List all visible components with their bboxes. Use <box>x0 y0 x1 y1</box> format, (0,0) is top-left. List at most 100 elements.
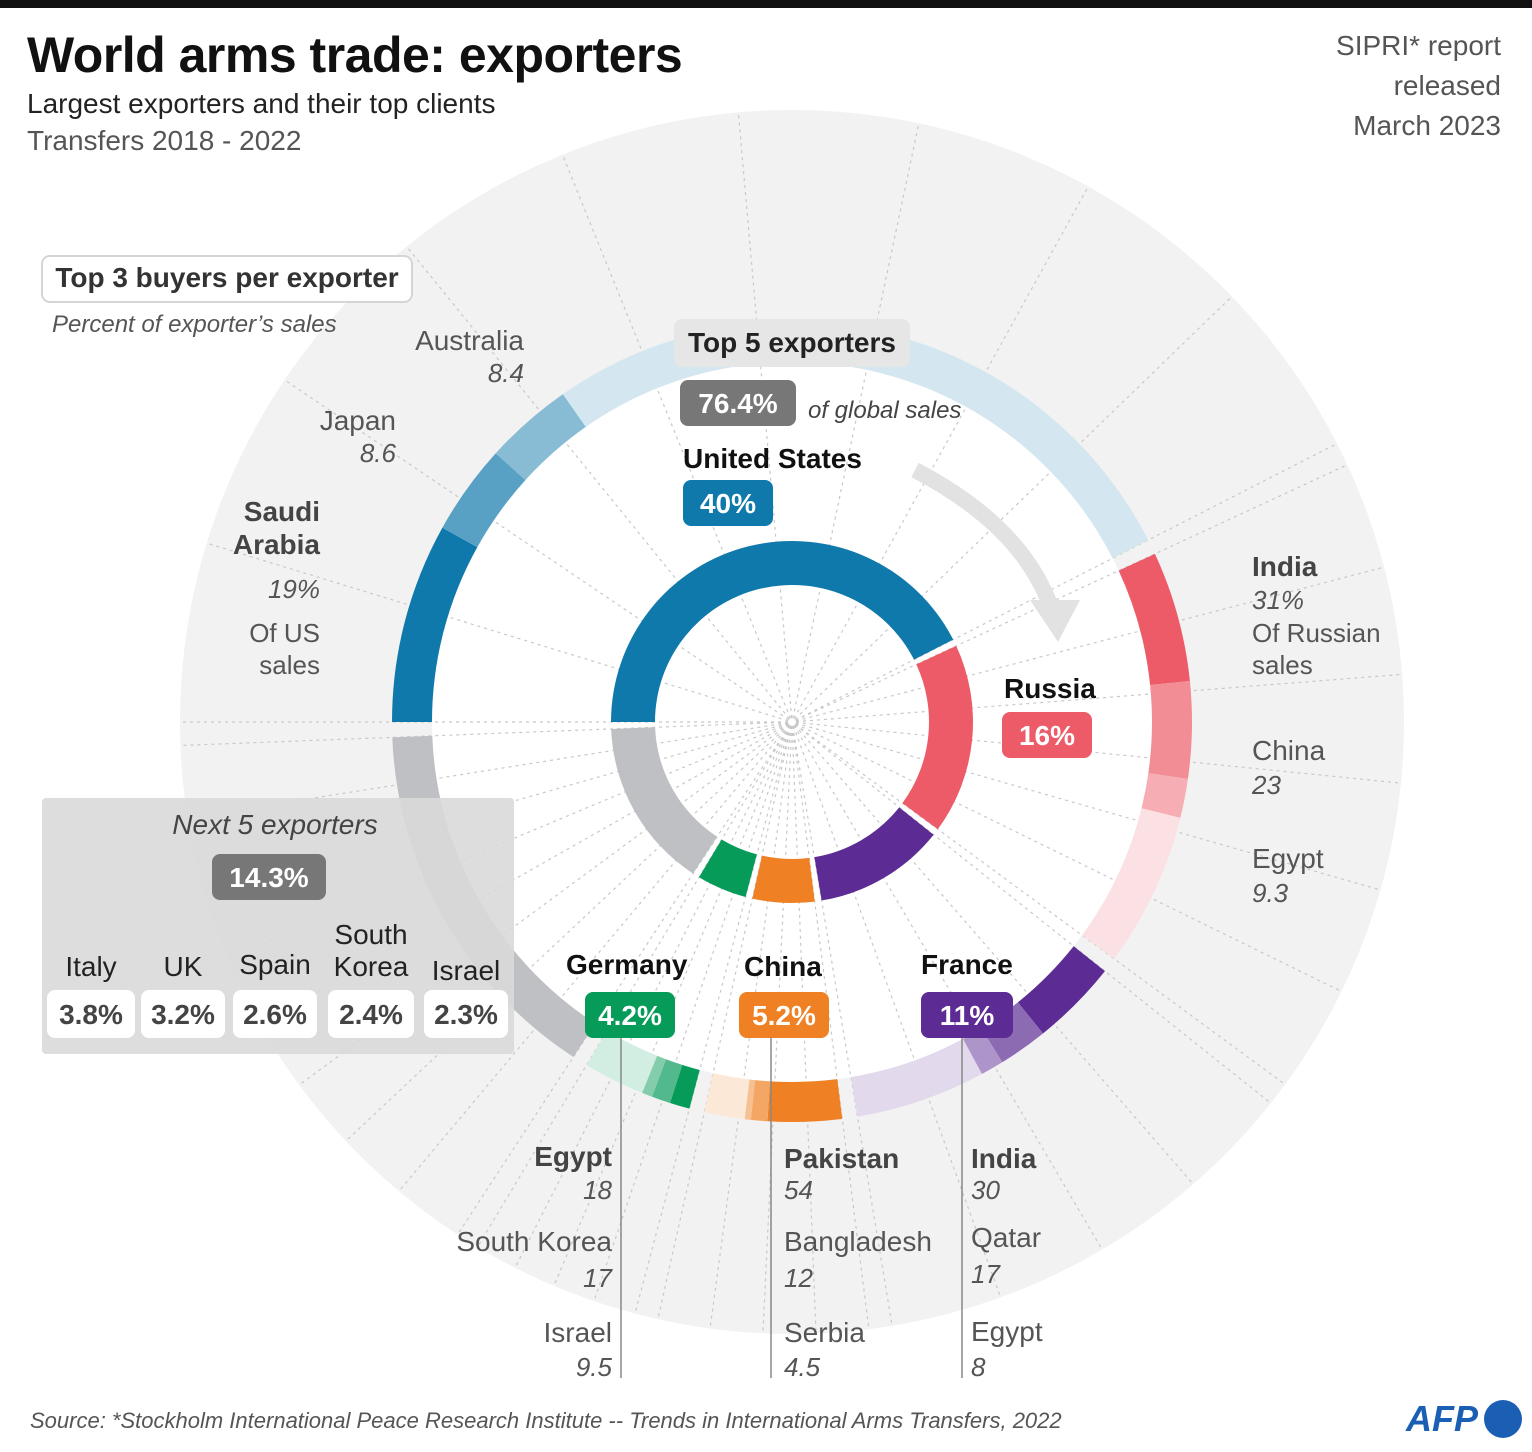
buyer-name: Egypt <box>1252 843 1324 874</box>
buyer-arc <box>744 1079 755 1120</box>
buyer-value: 17 <box>583 1263 613 1293</box>
top5-total-badge <box>680 380 796 426</box>
buyer-value: 19% <box>268 574 320 604</box>
exporter-arc <box>698 839 757 897</box>
buyer-arc <box>962 1028 1003 1075</box>
exporter-share-us-value: 40% <box>700 488 756 519</box>
buyer-value: 54 <box>784 1175 813 1205</box>
exporter-share-russia-value: 16% <box>1019 720 1075 751</box>
buyer-arc <box>1017 946 1105 1034</box>
exporter-share-russia-badge <box>1002 712 1092 758</box>
buyer-value: 4.5 <box>784 1352 821 1382</box>
buyer-value: 17 <box>971 1259 1001 1289</box>
dotted-spoke <box>794 724 1272 1104</box>
buyer-value: 30 <box>971 1175 1000 1205</box>
exporter-label-russia: Russia <box>1004 673 1096 704</box>
next5-name: Israel <box>432 955 500 986</box>
exporter-label-germany: Germany <box>566 949 688 980</box>
buyer-name: India <box>971 1143 1037 1174</box>
buyer-value: 23 <box>1251 770 1281 800</box>
exporter-share-china-badge <box>739 992 829 1038</box>
other-buyers-arc <box>850 1038 982 1117</box>
buyer-note: sales <box>259 650 320 680</box>
top5-heading-box <box>674 319 910 367</box>
buyer-name: Egypt <box>971 1316 1043 1347</box>
buyer-name: Egypt <box>534 1141 612 1172</box>
next5-value: 3.8% <box>59 999 123 1030</box>
next5-name: UK <box>164 951 203 982</box>
exporter-share-china-value: 5.2% <box>752 1000 816 1031</box>
top5-total-value: 76.4% <box>698 388 777 419</box>
buyer-note: Of Russian <box>1252 618 1381 648</box>
other-buyers-arc <box>704 1073 750 1120</box>
buyers-heading-box <box>41 255 413 303</box>
dotted-spoke <box>795 443 1338 721</box>
dotted-spoke <box>561 154 792 719</box>
dotted-spoke <box>794 296 1233 720</box>
next5-value: 2.4% <box>339 999 403 1030</box>
next5-total-badge <box>212 854 326 900</box>
dotted-spoke <box>792 725 1002 1298</box>
report-line: released <box>1393 70 1501 101</box>
buyer-note: Of US <box>249 618 320 648</box>
dotted-spoke <box>792 725 893 1326</box>
top-rule <box>0 0 1532 8</box>
buyer-arc <box>1118 553 1190 686</box>
dotted-spoke <box>634 725 792 1314</box>
report-line: SIPRI* report <box>1336 30 1501 61</box>
buyer-arc <box>652 1059 683 1103</box>
buyer-name: Japan <box>320 405 396 436</box>
dotted-spoke <box>795 723 1342 993</box>
next5-badge <box>328 990 414 1038</box>
dotted-spoke <box>795 673 1403 723</box>
exporter-label-china: China <box>744 951 822 982</box>
rotation-arrow <box>911 462 1063 623</box>
buyer-arc <box>642 1055 667 1097</box>
buyer-name: Serbia <box>784 1317 865 1348</box>
buyer-arc <box>1141 773 1188 818</box>
dotted-spoke <box>795 464 1348 721</box>
dotted-spoke <box>791 725 870 1330</box>
dotted-spoke <box>795 566 1385 722</box>
buyer-name: Bangladesh <box>784 1226 932 1257</box>
exporter-share-france-value: 11% <box>940 1000 995 1031</box>
buyer-name: China <box>1252 735 1326 766</box>
dotted-spoke <box>792 123 920 719</box>
dotted-spoke <box>593 725 792 1302</box>
buyer-value: 9.5 <box>576 1352 613 1382</box>
buyer-arc <box>750 1080 770 1122</box>
buyer-name: Saudi <box>244 496 320 527</box>
exporter-label-us: United States <box>683 443 862 474</box>
rotation-arrow-head <box>1030 600 1080 642</box>
buyer-value: 9.3 <box>1252 878 1289 908</box>
next5-name: Italy <box>65 951 116 982</box>
period-label: Transfers 2018 - 2022 <box>27 125 302 156</box>
inner-white-disc <box>432 362 1152 1082</box>
dotted-spoke <box>794 723 1286 1085</box>
dotted-spoke <box>657 725 792 1320</box>
buyer-arc <box>495 394 586 481</box>
top5-total-note: of global sales <box>808 397 961 424</box>
report-line: March 2023 <box>1353 110 1501 141</box>
buyer-value: 8.6 <box>360 438 397 468</box>
next5-name: South <box>334 919 407 950</box>
exporter-share-germany-badge <box>585 992 675 1038</box>
dotted-spoke <box>457 725 791 1235</box>
dotted-spoke <box>345 724 790 1142</box>
exporter-arc <box>814 807 934 901</box>
buyer-value: 12 <box>784 1263 813 1293</box>
next5-heading: Next 5 exporters <box>172 809 377 840</box>
exporter-arc <box>611 540 954 722</box>
buyer-value: 8 <box>971 1352 986 1382</box>
exporter-arc <box>611 727 718 874</box>
report-note: SIPRI* report released March 2023 <box>1241 26 1501 146</box>
buyer-arc <box>767 1079 843 1123</box>
dotted-spoke <box>795 721 1401 784</box>
next5-badge <box>424 990 508 1038</box>
buyer-arc <box>1148 680 1193 779</box>
other-buyers-arc <box>562 322 1149 559</box>
dotted-spoke <box>180 721 789 747</box>
next5-value: 3.2% <box>151 999 215 1030</box>
buyer-name: India <box>1252 551 1318 582</box>
buyer-arc <box>392 527 478 722</box>
